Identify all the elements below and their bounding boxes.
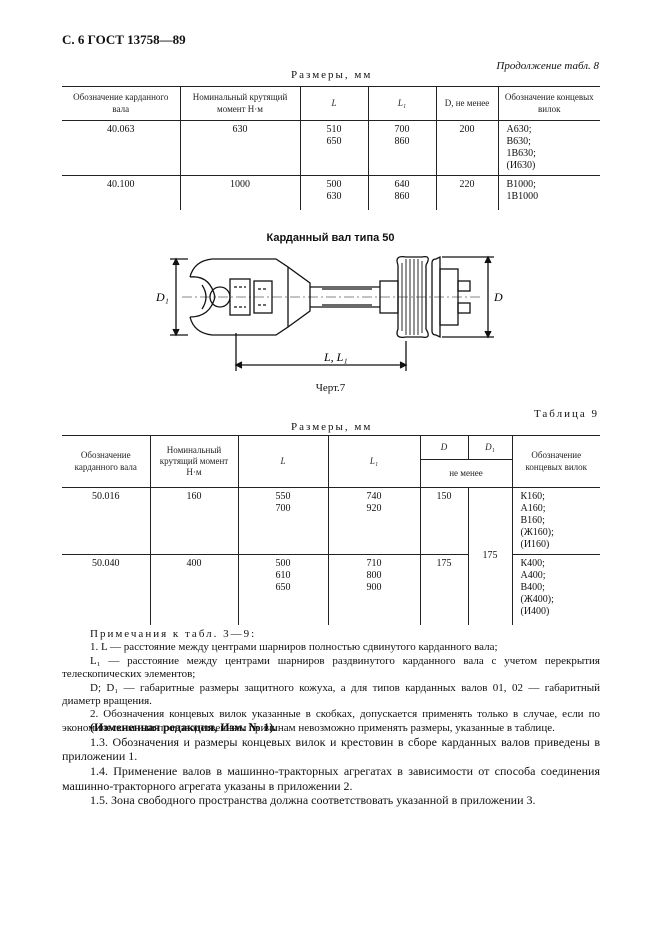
revision-note: (Измененная редакция, Изм. № 1). bbox=[90, 720, 277, 734]
yoke-codes: А630;В630;1В630;(И630) bbox=[497, 120, 600, 176]
col-header: Обозначение карданного вала bbox=[62, 435, 150, 488]
body-text: (Измененная редакция, Изм. № 1). 1.3. Об… bbox=[62, 720, 600, 808]
shaft-code: 50.040 bbox=[62, 554, 150, 625]
col-header: L₁ bbox=[367, 86, 436, 121]
figure-caption: Черт.7 bbox=[315, 382, 346, 394]
page-header: С. 6 ГОСТ 13758—89 bbox=[62, 32, 186, 47]
paragraph-1-3: 1.3. Обозначения и размеры концевых вило… bbox=[62, 734, 600, 764]
figure-title: Карданный вал типа 50 bbox=[266, 232, 395, 244]
col-header: Обозначение концевых вилок bbox=[497, 86, 600, 121]
table9-sizes-label: Размеры, мм bbox=[291, 421, 373, 433]
torque: 400 bbox=[149, 554, 238, 625]
col-header: L bbox=[237, 435, 328, 488]
note-2: 2. Обозначения концевых вилок указанные … bbox=[62, 708, 600, 734]
table-notes: Примечания к табл. 3—9: 1. L — расстояни… bbox=[62, 628, 600, 735]
shaft-code: 40.063 bbox=[107, 124, 135, 135]
torque: 1000 bbox=[179, 175, 300, 210]
col-header: Обозначение концевых вилок bbox=[511, 435, 600, 488]
note-1c: D; D₁ — габаритные размеры защитного кож… bbox=[62, 681, 600, 708]
notes-heading: Примечания к табл. 3—9: bbox=[90, 628, 257, 640]
diameter: 220 bbox=[435, 175, 498, 210]
table9-label: Таблица 9 bbox=[533, 408, 599, 420]
d-dimension-label: D bbox=[493, 290, 503, 304]
col-header: D, не менее bbox=[435, 86, 498, 121]
col-header: Номинальный крутящий момент Н·м bbox=[179, 86, 300, 121]
shared-d1: 175 bbox=[467, 487, 512, 625]
yoke-codes: К400;А400;В400;(Ж400);(И400) bbox=[511, 554, 600, 625]
col-header: Обозначение карданного вала bbox=[62, 86, 180, 121]
shaft-code: 40.100 bbox=[62, 175, 180, 210]
cardan-shaft-drawing: D₁ D L, L₁ bbox=[155, 255, 503, 371]
col-header: D₁ bbox=[467, 435, 512, 460]
d1-dimension-label: D₁ bbox=[155, 290, 169, 304]
length-dimension-label: L, L₁ bbox=[323, 350, 348, 364]
table-9: Обозначение карданного вала Номинальный … bbox=[62, 435, 600, 625]
col-header: L₁ bbox=[327, 435, 420, 488]
note-1a: 1. L — расстояние между центрами шарниро… bbox=[90, 641, 498, 654]
table-continuation-label: Продолжение табл. 8 bbox=[496, 60, 599, 72]
col-header: L bbox=[299, 86, 368, 121]
yoke-codes: В1000;1В1000 bbox=[497, 175, 600, 210]
torque: 160 bbox=[149, 487, 238, 555]
diameter: 150 bbox=[419, 487, 468, 555]
shaft-code: 50.016 bbox=[92, 491, 120, 502]
table8-sizes-label: Размеры, мм bbox=[291, 69, 373, 81]
diameter: 200 bbox=[435, 120, 498, 176]
col-header: Номинальный крутящий момент Н·м bbox=[149, 435, 238, 488]
yoke-codes: К160;А160;В160;(Ж160);(И160) bbox=[511, 487, 600, 555]
torque: 630 bbox=[179, 120, 300, 176]
table-8: Обозначение карданного вала Номинальный … bbox=[62, 86, 600, 210]
paragraph-1-5: 1.5. Зона свободного пространства должна… bbox=[90, 793, 536, 808]
note-1b: L₁ — расстояние между центрами шарниров … bbox=[62, 654, 600, 681]
col-subheader: не менее bbox=[419, 459, 512, 488]
paragraph-1-4: 1.4. Применение валов в машинно-тракторн… bbox=[62, 763, 600, 793]
diameter: 175 bbox=[419, 554, 468, 625]
col-header: D bbox=[419, 435, 468, 460]
